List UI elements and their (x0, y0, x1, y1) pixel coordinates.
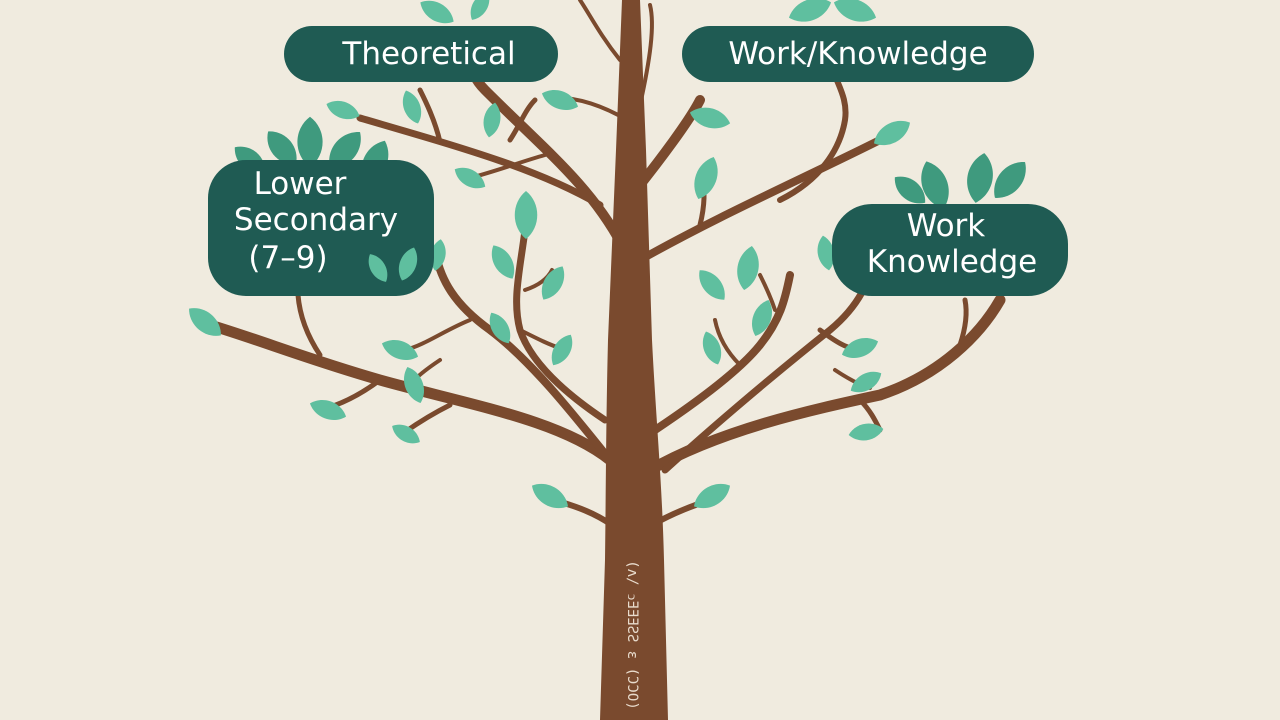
leaf (702, 331, 722, 365)
label-work-knowledge-right: Work Knowledge (832, 204, 1068, 296)
branch (758, 273, 777, 312)
branch (713, 318, 742, 367)
branch (578, 0, 622, 62)
leaf (329, 132, 361, 168)
leaf (737, 245, 759, 291)
leaf (189, 308, 221, 336)
leaf (848, 423, 884, 441)
branch (431, 246, 614, 464)
label-text-line-2: Secondary (234, 202, 398, 238)
leaf (699, 270, 725, 300)
leaf (921, 161, 949, 209)
leaf (873, 120, 911, 146)
leaf (551, 334, 573, 366)
leaf (967, 153, 993, 203)
label-text-line-1: Lower (254, 166, 347, 202)
label-work-knowledge-top: Work/Knowledge (682, 26, 1034, 82)
leaf (381, 340, 419, 360)
leaf (297, 116, 323, 168)
leaf (841, 338, 879, 358)
leaf (850, 371, 882, 393)
leaf (788, 0, 832, 22)
label-theoretical: Theoretical (284, 26, 558, 82)
leaf (531, 483, 569, 509)
label-text: Work/Knowledge (728, 36, 987, 72)
leaf (491, 245, 515, 279)
branch (957, 297, 969, 348)
branch (356, 114, 604, 209)
label-box (284, 26, 558, 82)
label-text: Theoretical (341, 36, 515, 72)
leaf (420, 0, 454, 24)
branch (295, 292, 323, 358)
leaf (833, 0, 877, 22)
branch (661, 251, 879, 474)
branch (636, 136, 884, 264)
branch (644, 294, 1006, 476)
branch (403, 318, 472, 352)
leaf (689, 107, 731, 129)
leaf (994, 162, 1026, 198)
tree-leaves (189, 0, 911, 509)
label-box (832, 204, 1068, 296)
leaf (541, 266, 565, 300)
leaf (402, 90, 422, 124)
label-text-line-2: Knowledge (867, 244, 1037, 280)
leaf (514, 191, 538, 239)
leaf (326, 100, 360, 120)
leaf (894, 176, 926, 204)
leaf (752, 299, 772, 337)
branch (402, 402, 453, 435)
leaf (454, 167, 486, 189)
leaf (694, 156, 718, 200)
branch (417, 87, 443, 145)
branch (507, 97, 538, 143)
leaf (392, 424, 420, 444)
leaf (404, 366, 424, 404)
leaf (470, 0, 490, 20)
leaf (489, 312, 511, 344)
tree-trunk (600, 0, 668, 720)
label-text-line-3: (7–9) (248, 240, 327, 276)
leaf (398, 247, 418, 281)
leaf (483, 102, 501, 138)
branch (777, 72, 849, 203)
trunk-inscription: (ʌ/ ↄƎƎƎƧƧ ɛ (ƆƆO) (624, 560, 640, 710)
leaf (430, 239, 446, 271)
label-cluster-leaves-front (368, 247, 418, 282)
label-text-line-1: Work (907, 208, 986, 244)
leaf (817, 235, 835, 271)
leaf (267, 131, 297, 165)
leaf (541, 90, 579, 110)
leaf (368, 254, 388, 282)
label-box (682, 26, 1034, 82)
branch (651, 271, 794, 434)
leaf (309, 400, 347, 420)
branch (513, 226, 609, 424)
leaf (693, 483, 731, 509)
